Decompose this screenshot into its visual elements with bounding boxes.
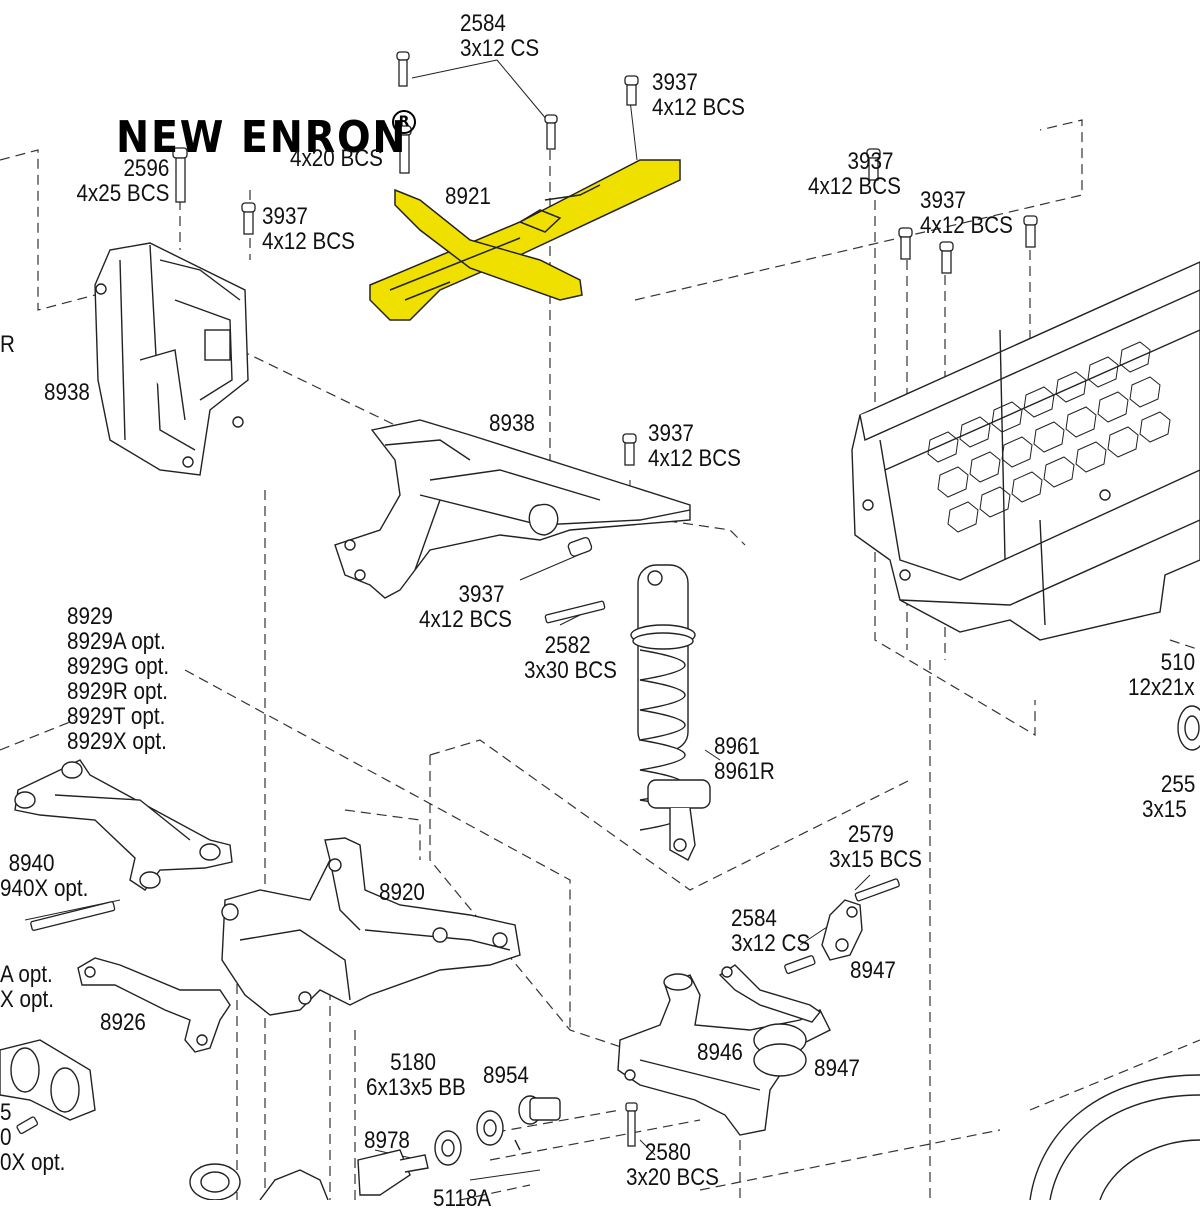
screw-3937-low (567, 536, 593, 557)
screw-2584-mid (544, 114, 558, 150)
callout-a-opt: A opt.X opt. (0, 961, 54, 1013)
screw-3937-mid (622, 433, 637, 466)
screw-2584-low (784, 955, 816, 974)
screw-3937-right3 (939, 241, 954, 274)
part-chassis-tub (851, 261, 1200, 641)
screw-3937-left (241, 202, 256, 235)
screw-8940 (30, 901, 116, 931)
callout-5118a: 5118A (433, 1185, 492, 1212)
screw-3937-right2 (898, 227, 913, 260)
callout-8954: 8954 (483, 1062, 529, 1089)
callout-r-edge: R (0, 331, 15, 358)
part-8929-arm (14, 759, 233, 891)
part-8938-bulkhead (94, 242, 249, 476)
watermark-logo: NEW ENRON (116, 112, 408, 163)
part-8921-highlighted (369, 159, 681, 321)
screw-2582 (544, 600, 606, 624)
screw-2584-top (396, 51, 410, 87)
callout-8947-low: 8947 (814, 1055, 860, 1082)
part-8926-link (77, 957, 231, 1053)
screw-2580 (625, 1102, 638, 1147)
part-8947-bellcrank-top (821, 899, 863, 961)
screw-3937-right4 (1023, 215, 1038, 248)
screw-2596 (172, 147, 188, 203)
part-gear-bottom (259, 1169, 329, 1200)
assembly-lines (0, 119, 1200, 1200)
callout-8921: 8921 (445, 183, 491, 210)
callout-4x20-bcs: 4x20 BCS (290, 145, 383, 172)
pin-small (16, 1116, 39, 1135)
part-driveshaft (0, 1039, 96, 1121)
part-8947-drag-link (718, 964, 822, 1023)
part-8946-steering (617, 973, 831, 1136)
part-8938-brace (334, 419, 691, 599)
callout-8920: 8920 (379, 879, 425, 906)
part-bearing-bottom-left (189, 1163, 241, 1200)
callout-8946: 8946 (697, 1039, 743, 1066)
callout-8926: 8926 (100, 1009, 146, 1036)
callout-8938-brace: 8938 (489, 410, 535, 437)
part-8920-bulkhead (221, 837, 521, 1016)
screw-2579 (854, 878, 900, 902)
screw-3937-right1 (866, 148, 881, 181)
part-8978-gear (357, 1149, 429, 1196)
part-wheel (1029, 1074, 1200, 1200)
screw-3937-top (624, 75, 639, 106)
callout-8947-top: 8947 (850, 957, 896, 984)
part-8961-shock (630, 564, 711, 861)
callout-8978: 8978 (364, 1127, 410, 1154)
registered-mark-icon: R (392, 110, 416, 134)
callout-8938-left: 8938 (44, 379, 90, 406)
part-510-bearing (1177, 705, 1200, 751)
part-5180-bearings (434, 1095, 561, 1166)
